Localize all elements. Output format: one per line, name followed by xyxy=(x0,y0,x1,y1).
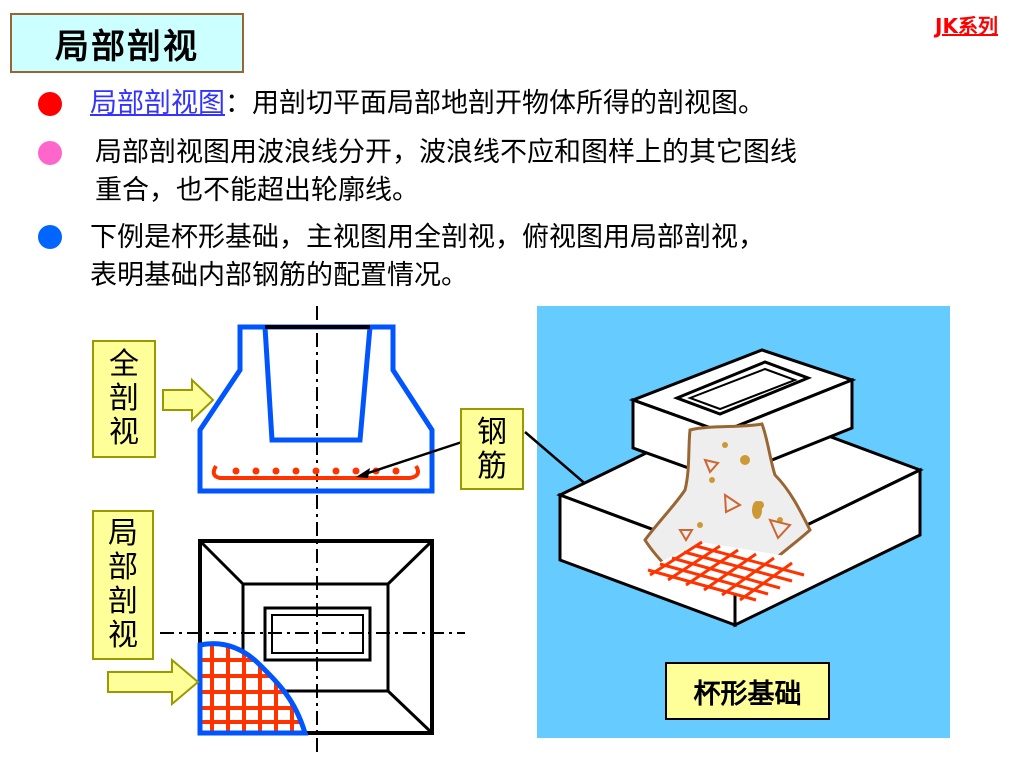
full-section-char-2: 剖 xyxy=(109,381,139,416)
bullet-3-line-1: 下例是杯形基础，主视图用全剖视，俯视图用局部剖视， xyxy=(90,222,765,253)
bullet-2-line-1: 局部剖视图用波浪线分开，波浪线不应和图样上的其它图线 xyxy=(95,137,797,168)
cup-foundation-isometric xyxy=(556,348,924,628)
rebar-char-2: 筋 xyxy=(477,449,507,484)
full-section-label: 全 剖 视 xyxy=(92,340,156,458)
cup-recess-outline xyxy=(262,326,373,443)
bullet-3-text: 下例是杯形基础，主视图用全剖视，俯视图用局部剖视， 表明基础内部钢筋的配置情况。 xyxy=(90,219,765,295)
partial-section-arrow xyxy=(107,657,200,707)
full-section-char-3: 视 xyxy=(109,415,139,450)
full-section-char-1: 全 xyxy=(109,347,139,382)
slide-title: 局部剖视 xyxy=(55,26,199,67)
partial-section-rebar-grid xyxy=(200,643,305,733)
front-rebar xyxy=(211,464,420,480)
series-tag[interactable]: JK系列 xyxy=(935,14,998,38)
front-rebar-dots xyxy=(232,467,400,475)
front-view-outline xyxy=(197,324,435,494)
partial-section-char-2: 部 xyxy=(108,550,138,585)
top-view-inner xyxy=(241,582,390,693)
slide-title-box: 局部剖视 xyxy=(10,13,244,73)
bullet-3-line-2: 表明基础内部钢筋的配置情况。 xyxy=(90,260,468,291)
rebar-label: 钢 筋 xyxy=(460,408,524,490)
partial-section-char-3: 剖 xyxy=(108,584,138,619)
partial-section-label: 局 部 剖 视 xyxy=(92,510,154,660)
cup-foundation-label: 杯形基础 xyxy=(665,662,830,720)
bullet-blue-icon xyxy=(38,225,62,249)
partial-section-char-1: 局 xyxy=(108,516,138,551)
top-view-outer xyxy=(198,539,434,735)
bullet-2-line-2: 重合，也不能超出轮廓线。 xyxy=(95,175,419,206)
partial-section-char-4: 视 xyxy=(108,618,138,653)
cup-opening-outer xyxy=(263,606,372,662)
term-link[interactable]: 局部剖视图 xyxy=(90,88,225,119)
wave-break-line xyxy=(197,641,309,736)
cup-opening-inner xyxy=(271,614,364,654)
bullet-2-text: 局部剖视图用波浪线分开，波浪线不应和图样上的其它图线 重合，也不能超出轮廓线。 xyxy=(95,134,797,210)
bullet-1-definition: ：用剖切平面局部地剖开物体所得的剖视图。 xyxy=(225,88,765,119)
full-section-arrow xyxy=(162,377,215,423)
bullet-pink-icon xyxy=(38,141,62,165)
bullet-1-text: 局部剖视图：用剖切平面局部地剖开物体所得的剖视图。 xyxy=(90,85,765,123)
bullet-red-icon xyxy=(38,92,62,116)
rebar-char-1: 钢 xyxy=(477,415,507,450)
